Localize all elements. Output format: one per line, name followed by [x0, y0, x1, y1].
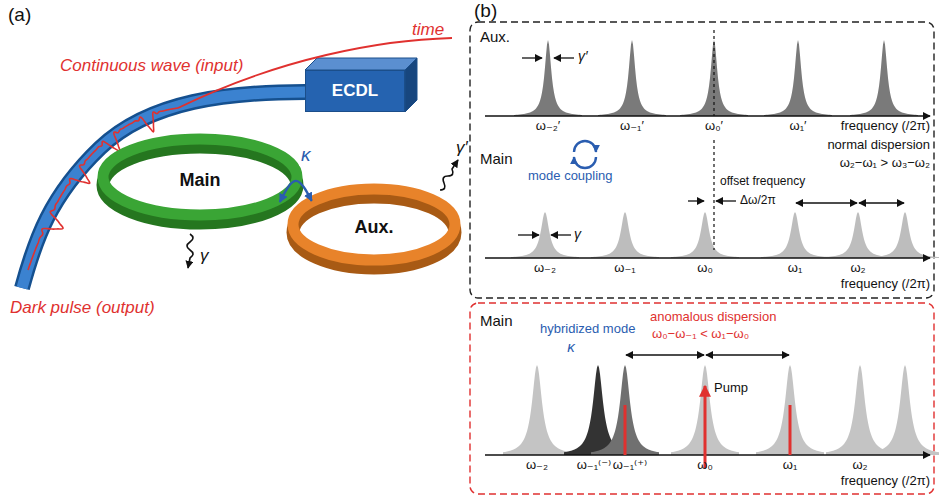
linewidth-label: γ′ [578, 48, 588, 64]
spacing-arrow [706, 354, 789, 355]
resonance-peak [511, 212, 579, 258]
waveguide-edge [22, 92, 305, 288]
mode-label: ω₋₁⁽⁺⁾ [613, 458, 648, 473]
spacing-arrow [796, 202, 857, 203]
coupling-label: κ [567, 338, 575, 355]
resonance-peak [871, 212, 939, 258]
resonance-peak [598, 40, 666, 116]
panel-letter: (a) [8, 4, 31, 26]
mode-label: ω₀ [697, 261, 713, 276]
ecdl-top-face [305, 58, 417, 70]
mode-label: ω₋₂ [534, 261, 556, 276]
node-label: ECDL [332, 81, 378, 101]
mode-label: ω₁ [783, 458, 798, 473]
mode-label: ω₋₁′ [620, 119, 644, 134]
waveguide-core [22, 92, 305, 288]
loss-label: γ [200, 246, 209, 266]
comb-line [789, 405, 792, 455]
node-label: Aux. [354, 217, 393, 238]
node-label: Main [179, 170, 220, 191]
loss-label: γ′ [456, 138, 468, 158]
coupling-label: κ [299, 145, 313, 166]
dispersion-note: anomalous dispersion [650, 310, 776, 325]
axis-label: frequency (/2π) [841, 277, 930, 292]
coupling-arrow [574, 141, 596, 152]
dispersion-note: normal dispersion [827, 138, 930, 153]
main-ring: Main [95, 130, 305, 230]
row-title: Main [480, 312, 513, 329]
hybrid-panel-frame [470, 303, 934, 494]
offset-arrow [688, 200, 704, 201]
resonance-peak [514, 40, 582, 116]
coupling-note: mode coupling [528, 169, 613, 184]
signal-label: Dark pulse (output) [10, 298, 155, 318]
row-title: Aux. [480, 28, 510, 45]
pump-label: Pump [714, 381, 748, 396]
resonance-peak [764, 40, 832, 116]
linewidth-label: γ [574, 226, 581, 242]
mode-label: ω₋₁⁽⁻⁾ [577, 458, 612, 473]
panel-letter: (b) [474, 0, 497, 22]
aux-ring: Aux. [285, 180, 463, 275]
resonance-peak [824, 212, 892, 258]
linewidth-arrow [522, 57, 542, 58]
resonance-peak [826, 365, 894, 455]
ring-top [103, 139, 297, 215]
offset-note: offset frequency [720, 175, 805, 189]
offset-arrow [716, 200, 736, 201]
normal-panel-frame [470, 22, 934, 298]
loss-arrow [440, 160, 458, 190]
frequency-axis [485, 454, 930, 455]
resonance-peaks [503, 40, 939, 455]
dispersion-equation: ω₂−ω₁ > ω₃−ω₂ [840, 156, 930, 171]
resonance-peak [756, 365, 824, 455]
offset-guide [713, 140, 714, 250]
frequency-axis [485, 257, 930, 258]
row-title: Main [480, 150, 513, 167]
ecdl-side-face [405, 58, 417, 112]
coupling-arrow [574, 157, 596, 168]
pump-arrow [704, 386, 707, 468]
resonance-peak [591, 365, 659, 455]
mode-label: ω₀ [697, 458, 713, 473]
linewidth-arrow [551, 234, 571, 235]
resonance-peak [850, 40, 918, 116]
mode-label: ω₁ [788, 261, 803, 276]
offset-value: Δω/2π [740, 194, 776, 208]
mode-label: ω₋₁ [614, 261, 635, 276]
hybrid-note: hybridized mode [540, 322, 635, 337]
mode-label: ω₋₂ [526, 458, 548, 473]
linewidth-arrow [554, 57, 574, 58]
resonance-peak [503, 365, 571, 455]
axis-label: frequency (/2π) [841, 119, 930, 134]
axis-label: frequency (/2π) [841, 474, 930, 489]
mode-label: ω₋₂′ [536, 119, 561, 134]
laser-box: ECDL [305, 70, 405, 112]
bus-waveguide [22, 92, 305, 288]
signal-label: Continuous wave (input) [60, 56, 243, 76]
frequency-axis [485, 115, 930, 116]
mode-label: ω₁′ [790, 119, 807, 134]
mode-label: ω₀′ [705, 119, 723, 134]
comb-line [624, 405, 627, 455]
coupling-connector [280, 181, 312, 202]
loss-arrow [187, 234, 193, 268]
mode-label: ω₂ [850, 261, 865, 276]
resonance-peak [761, 212, 829, 258]
resonance-peak [591, 212, 659, 258]
spacing-arrow [859, 202, 904, 203]
resonance-peak [871, 365, 939, 455]
offset-guide [713, 30, 714, 116]
resonance-peak [671, 212, 739, 258]
axis-label: time [412, 20, 444, 40]
spacing-arrow [626, 354, 704, 355]
linewidth-arrow [518, 234, 539, 235]
ring-top [293, 189, 455, 260]
dispersion-equation: ω₀−ω₋₁ < ω₁−ω₀ [652, 327, 749, 342]
mode-label: ω₂ [852, 458, 867, 473]
